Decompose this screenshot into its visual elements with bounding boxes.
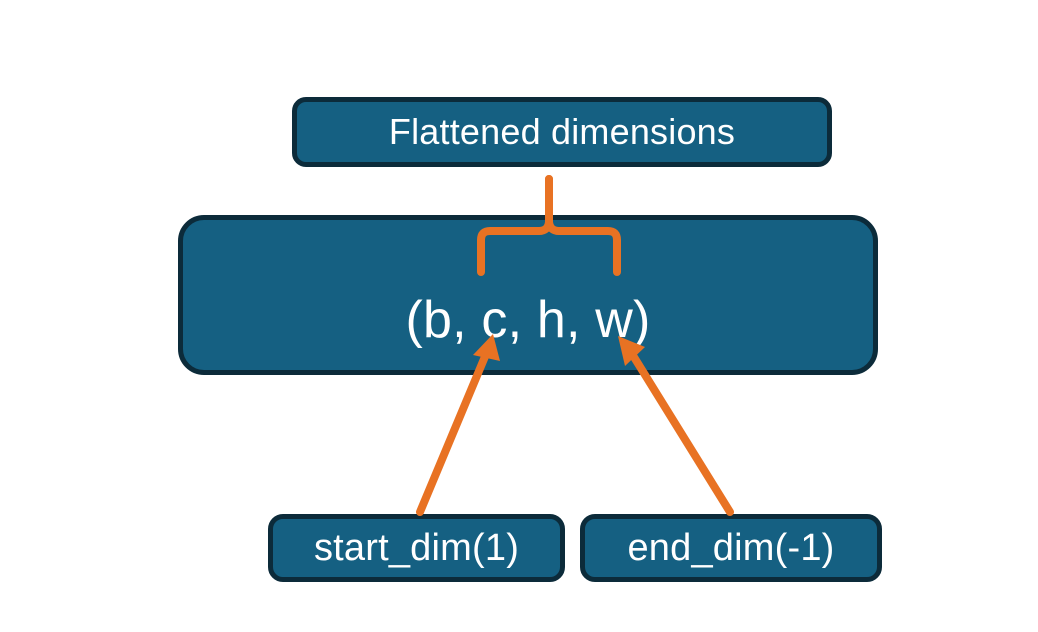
end-dim-box[interactable]: end_dim(-1) — [580, 514, 882, 582]
flattened-dimensions-label: Flattened dimensions — [388, 111, 736, 152]
tensor-shape-box[interactable]: (b, c, h, w) — [178, 215, 878, 375]
start-dim-label: start_dim(1) — [313, 527, 520, 569]
end-dim-label: end_dim(-1) — [627, 527, 835, 569]
start-dim-box[interactable]: start_dim(1) — [268, 514, 565, 582]
flattened-dimensions-box[interactable]: Flattened dimensions — [292, 97, 832, 167]
tensor-shape-label: (b, c, h, w) — [405, 291, 651, 349]
